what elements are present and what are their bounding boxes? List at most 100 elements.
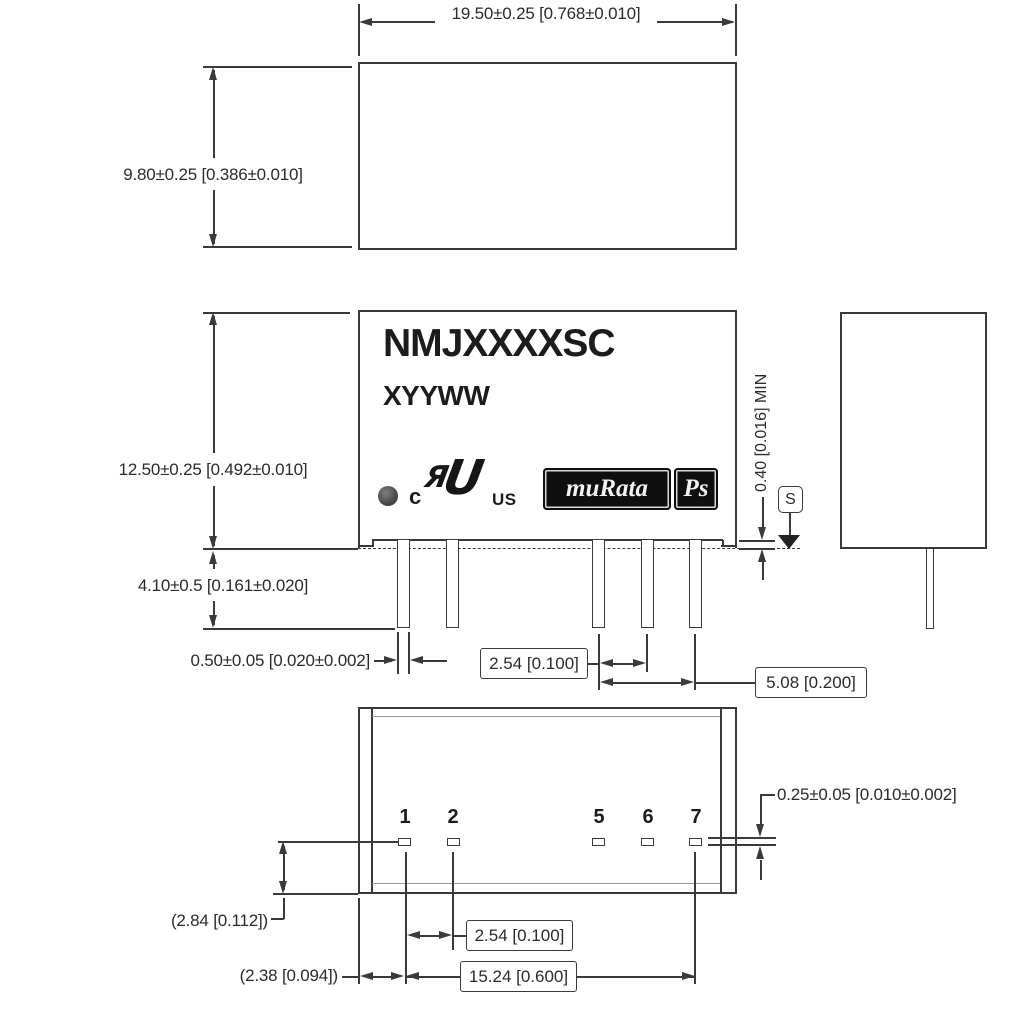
bottom-view-inner-edge bbox=[372, 716, 720, 717]
dim-line bbox=[588, 663, 600, 665]
arrowhead bbox=[722, 18, 735, 26]
dim-line bbox=[406, 976, 460, 978]
ext-line bbox=[358, 4, 360, 56]
dim-line bbox=[213, 316, 215, 453]
dim-line bbox=[213, 190, 215, 244]
arrowhead bbox=[209, 615, 217, 628]
dim-line bbox=[577, 976, 695, 978]
ul-mark-glyph: U bbox=[439, 450, 488, 506]
dim-pin-length: 4.10±0.5 [0.161±0.020] bbox=[137, 576, 309, 595]
pin-label-7: 7 bbox=[690, 806, 702, 828]
dim-pin1-to-pin7: 15.24 [0.600] bbox=[460, 961, 577, 992]
leader-line bbox=[760, 794, 775, 796]
arrowhead bbox=[391, 972, 404, 980]
leader-line bbox=[283, 898, 285, 919]
datum-triangle-icon bbox=[778, 535, 800, 549]
dim-line bbox=[612, 663, 634, 665]
leader-line bbox=[271, 918, 284, 920]
ext-line bbox=[203, 246, 352, 248]
pin-1 bbox=[397, 540, 410, 628]
ext-line bbox=[739, 548, 775, 550]
ext-line bbox=[694, 634, 696, 690]
ext-line bbox=[598, 634, 600, 690]
arrowhead bbox=[209, 551, 217, 564]
dim-body-depth: 9.80±0.25 [0.386±0.010] bbox=[123, 165, 303, 184]
ul-recognized-icon: Я U bbox=[422, 450, 493, 516]
dim-edge-to-pin1: (2.38 [0.094]) bbox=[239, 966, 339, 985]
arrowhead bbox=[209, 234, 217, 247]
dim-line bbox=[283, 846, 285, 890]
dim-line bbox=[373, 976, 392, 978]
datum-flag: S bbox=[778, 486, 803, 513]
dim-pin-thickness: 0.25±0.05 [0.010±0.002] bbox=[777, 785, 957, 804]
part-number-label: NMJXXXXSC bbox=[383, 322, 616, 365]
front-view-foot bbox=[721, 545, 737, 548]
ext-line bbox=[708, 837, 776, 839]
front-view-step bbox=[722, 540, 724, 547]
pin-2 bbox=[446, 540, 459, 628]
dim-line bbox=[419, 935, 440, 937]
ul-us-label: US bbox=[492, 490, 517, 509]
arrowhead bbox=[406, 972, 419, 980]
ext-line bbox=[203, 312, 350, 314]
ext-line bbox=[452, 852, 454, 950]
bottom-view-outline bbox=[358, 707, 737, 894]
arrowhead bbox=[633, 659, 646, 667]
front-view-foot bbox=[358, 545, 374, 548]
seating-plane-line bbox=[358, 548, 800, 549]
murata-ps-logo: muRata Ps bbox=[543, 468, 718, 510]
polarity-dot-icon bbox=[378, 486, 398, 506]
ext-line bbox=[203, 66, 352, 68]
arrowhead bbox=[681, 678, 694, 686]
ext-line bbox=[278, 841, 398, 843]
arrowhead bbox=[682, 972, 695, 980]
side-view-pin bbox=[926, 549, 934, 629]
arrowhead bbox=[209, 312, 217, 325]
ext-line bbox=[397, 632, 399, 674]
pin-label-2: 2 bbox=[447, 806, 459, 828]
dim-body-width: 19.50±0.25 [0.768±0.010] bbox=[451, 4, 641, 23]
arrowhead bbox=[384, 656, 397, 664]
front-view-bottom-edge bbox=[372, 539, 723, 542]
front-view-right-edge bbox=[735, 310, 738, 548]
date-code-label: XYYWW bbox=[383, 380, 490, 411]
ext-line bbox=[203, 548, 358, 550]
arrowhead bbox=[360, 972, 373, 980]
arrowhead bbox=[756, 824, 764, 837]
bottom-view-inner-edge bbox=[372, 883, 720, 884]
ext-line bbox=[739, 540, 775, 542]
pin-6 bbox=[641, 540, 654, 628]
arrowhead bbox=[279, 881, 287, 894]
pin-label-1: 1 bbox=[399, 806, 411, 828]
ext-line bbox=[694, 852, 696, 984]
dim-line bbox=[213, 486, 215, 546]
ps-logo: Ps bbox=[674, 468, 718, 510]
dim-line bbox=[363, 21, 435, 23]
dim-pad-edge-offset: (2.84 [0.112]) bbox=[170, 911, 268, 930]
ext-line bbox=[273, 893, 358, 895]
arrowhead bbox=[209, 536, 217, 549]
dim-standoff-min: 0.40 [0.016] MIN bbox=[753, 373, 770, 492]
arrowhead bbox=[600, 678, 613, 686]
arrowhead bbox=[600, 659, 613, 667]
dim-pin-span: 5.08 [0.200] bbox=[755, 667, 867, 698]
dim-pin-pitch-front: 2.54 [0.100] bbox=[480, 648, 588, 679]
front-view-left-edge bbox=[358, 310, 361, 548]
dim-pad-pitch: 2.54 [0.100] bbox=[466, 920, 573, 951]
bottom-view-inner-edge bbox=[720, 709, 722, 892]
ul-c-label: c bbox=[409, 484, 422, 509]
dim-line bbox=[760, 794, 762, 824]
dim-line bbox=[695, 682, 755, 684]
dim-line bbox=[612, 682, 682, 684]
pin-5 bbox=[592, 540, 605, 628]
pin-7 bbox=[689, 540, 702, 628]
top-view-outline bbox=[358, 62, 737, 250]
pin-label-5: 5 bbox=[593, 806, 605, 828]
arrowhead bbox=[756, 846, 764, 859]
pad-5 bbox=[592, 838, 605, 846]
pad-7 bbox=[689, 838, 702, 846]
ext-line bbox=[358, 898, 360, 984]
front-view-step bbox=[372, 540, 374, 547]
ext-line bbox=[646, 634, 648, 672]
